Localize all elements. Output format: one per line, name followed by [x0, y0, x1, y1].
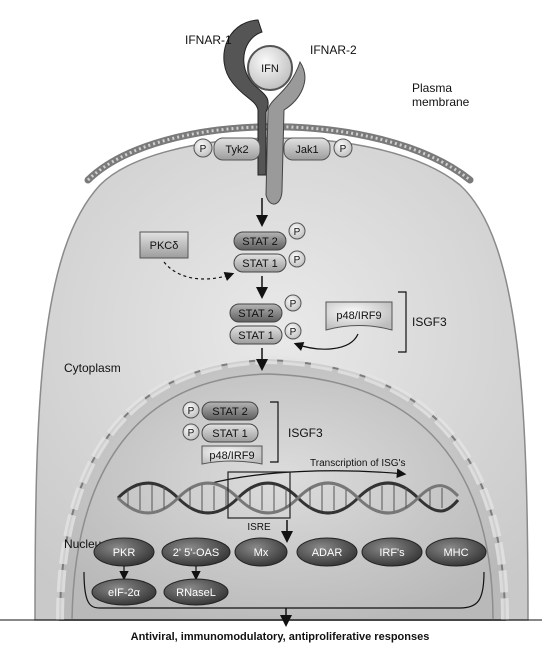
cytoplasm-label: Cytoplasm: [64, 361, 121, 375]
phospho-circle: [284, 294, 302, 312]
ifnar2-label: IFNAR-2: [310, 43, 357, 57]
phospho-label: P: [188, 428, 195, 439]
nuclear-envelope: [56, 355, 509, 621]
eif2a-label: eIF-2α: [108, 587, 141, 599]
phospho-circle: [182, 423, 200, 441]
dna-helix: [116, 481, 460, 515]
arrow-p48-to-stat: [293, 333, 359, 351]
p48-irf9: p48/IRF9: [325, 301, 393, 331]
phospho-circle: [193, 138, 213, 158]
ifn-receptor: IFN: [223, 19, 306, 205]
phospho-label: P: [294, 255, 301, 266]
ifnar1-label: IFNAR-1: [185, 33, 232, 47]
oas-label: 2' 5'-OAS: [173, 547, 219, 559]
phospho-circle: [333, 138, 353, 158]
p48-shape: [325, 301, 393, 331]
tyk2-kinase: P Tyk2: [193, 137, 261, 161]
isgf3-nucleus-label: ISGF3: [288, 426, 323, 440]
isgf3-bracket: [398, 291, 407, 353]
jak1-box: [283, 137, 331, 161]
jak1-label: Jak1: [295, 144, 318, 156]
phospho-circle: [284, 322, 302, 340]
phospho-label: P: [294, 227, 301, 238]
nuclear-envelope-inner: [71, 373, 494, 621]
rnasel-label: RNaseL: [176, 587, 216, 599]
isgf3-bracket-nucleus: [270, 401, 279, 463]
stat-dimer-1: STAT 2 P STAT 1 P: [233, 222, 306, 273]
ifn-ligand: [247, 45, 293, 91]
pkc-box: [139, 231, 189, 259]
pkc-dashed-arrow: [163, 261, 235, 281]
plasma-membrane-label-2: membrane: [412, 95, 470, 109]
adar-label: ADAR: [312, 547, 343, 559]
ifnar2-chain: [265, 60, 306, 205]
phospho-label: P: [188, 406, 195, 417]
transcription-label: Transcription of ISG's: [310, 458, 405, 469]
p48-label: p48/IRF9: [209, 450, 254, 462]
dna-base-pairs: [127, 485, 443, 511]
mhc-label: MHC: [443, 547, 468, 559]
stat1-pill: [201, 423, 259, 443]
phospho-label: P: [340, 144, 347, 155]
isgf3-label: ISGF3: [412, 315, 447, 329]
stat1-pill: [233, 253, 287, 273]
mx-label: Mx: [254, 547, 269, 559]
mhc-oval: [425, 537, 487, 567]
tyk2-label: Tyk2: [225, 144, 248, 156]
phospho-label: P: [290, 299, 297, 310]
irfs-oval: [361, 537, 423, 567]
plasma-membrane-label-1: Plasma: [412, 81, 452, 95]
ifn-label: IFN: [261, 63, 279, 75]
phospho-circle: [288, 250, 306, 268]
irfs-label: IRF's: [379, 547, 405, 559]
phospho-circle: [182, 401, 200, 419]
responses-label: Antiviral, immunomodulatory, antiprolife…: [131, 631, 430, 643]
stat2-label: STAT 2: [238, 308, 273, 320]
dna-strand: [116, 481, 460, 515]
stat2-pill: [233, 231, 287, 251]
response-bracket: [83, 571, 485, 609]
stat-dimer-2: STAT 2 P STAT 1 P: [229, 294, 302, 345]
p48-shape: [201, 445, 263, 465]
stat1-label: STAT 1: [212, 428, 247, 440]
p48-label: p48/IRF9: [336, 310, 381, 322]
pkr-label: PKR: [113, 547, 136, 559]
stat2-label: STAT 2: [242, 236, 277, 248]
jak1-kinase: Jak1 P: [283, 137, 353, 161]
stat1-pill: [229, 325, 283, 345]
ifnar1-chain: [223, 19, 269, 176]
phospho-label: P: [200, 144, 207, 155]
phospho-label: P: [290, 327, 297, 338]
eif2a-oval: [91, 578, 157, 606]
rnasel-oval: [163, 578, 229, 606]
stat1-label: STAT 1: [238, 330, 273, 342]
stat2-pill: [201, 401, 259, 421]
stat2-pill: [229, 303, 283, 323]
adar-oval: [296, 537, 358, 567]
phospho-circle: [288, 222, 306, 240]
mx-oval: [234, 537, 288, 567]
tyk2-box: [213, 137, 261, 161]
isre-label: ISRE: [247, 522, 271, 533]
pkc-delta: PKCδ: [139, 231, 189, 259]
stat2-label: STAT 2: [212, 406, 247, 418]
pkc-label: PKCδ: [150, 240, 179, 252]
isre-box: [227, 471, 291, 519]
stat1-label: STAT 1: [242, 258, 277, 270]
nuclear-isgf3-complex: P STAT 2 P STAT 1 p48/IRF9: [182, 401, 263, 465]
isg-products: PKR 2' 5'-OAS Mx ADAR IRF's MHC eIF-2α R…: [91, 537, 487, 606]
